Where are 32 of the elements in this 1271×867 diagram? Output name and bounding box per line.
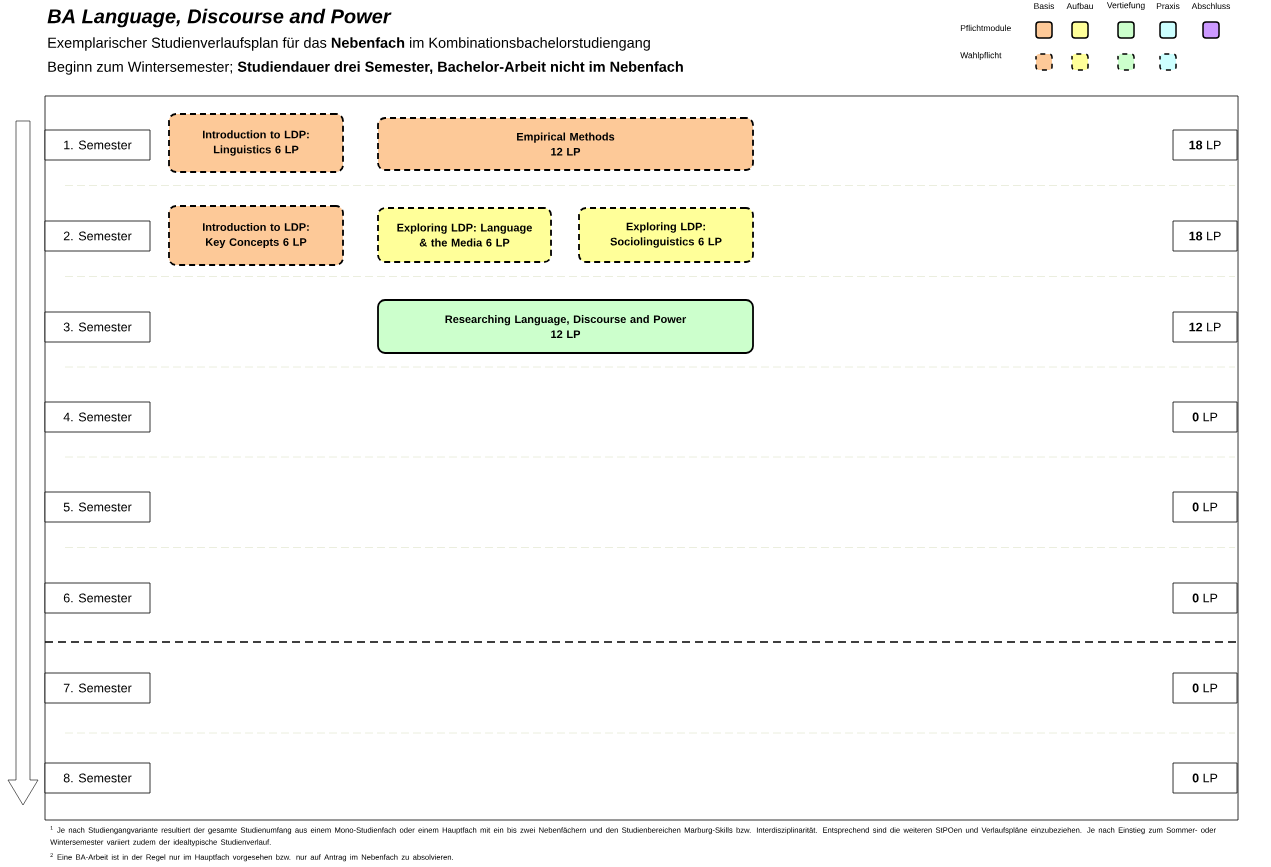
- credit-box: 0 LP: [1172, 491, 1238, 523]
- credit-box: 12 LP: [1172, 311, 1238, 343]
- legend-row-label: Pflichtmodule: [960, 24, 1011, 32]
- subtitle: Exemplarischer Studienverlaufsplan für das Nebenfach im Kombinationsbachelorstudiengang: [48, 37, 650, 51]
- credit-box: 0 LP: [1172, 762, 1238, 794]
- subtitle: Beginn zum Wintersemester; Studiendauer drei Semester, Bachelor-Arbeit nicht im Nebenfach: [48, 61, 683, 75]
- semester-box: 3. Semester: [44, 311, 151, 343]
- semester-box: 7. Semester: [44, 672, 151, 704]
- module-box: Researching Language, Discourse and Power 12 LP: [377, 299, 754, 354]
- legend-label: Vertiefung: [1106, 2, 1145, 10]
- module-box: Empirical Methods 12 LP: [377, 117, 754, 171]
- title: BA Language, Discourse and Power: [47, 8, 392, 28]
- semester-box: 2. Semester: [44, 220, 151, 252]
- legend-label: Aufbau: [1066, 2, 1093, 10]
- credit-box: 18 LP: [1172, 220, 1238, 252]
- semester-box: 4. Semester: [44, 401, 151, 433]
- legend-label: Abschluss: [1191, 2, 1231, 10]
- semester-box: 6. Semester: [44, 582, 151, 614]
- legend-row-label: Wahlpflicht: [960, 52, 1002, 60]
- legend-label: Basis: [1034, 2, 1055, 10]
- credit-box: 18 LP: [1172, 129, 1238, 161]
- credit-box: 0 LP: [1172, 582, 1238, 614]
- module-box: Exploring LDP: Language & the Media 6 LP: [377, 207, 552, 263]
- credit-box: 0 LP: [1172, 672, 1238, 704]
- semester-box: 5. Semester: [44, 491, 151, 523]
- legend-label: Praxis: [1156, 2, 1180, 10]
- module-box: Exploring LDP: Sociolinguistics 6 LP: [578, 207, 754, 263]
- semester-box: 1. Semester: [44, 129, 151, 161]
- module-box: Introduction to LDP: Key Concepts 6 LP: [168, 205, 344, 266]
- credit-box: 0 LP: [1172, 401, 1238, 433]
- semester-box: 8. Semester: [44, 762, 151, 794]
- module-box: Introduction to LDP: Linguistics 6 LP: [168, 113, 344, 173]
